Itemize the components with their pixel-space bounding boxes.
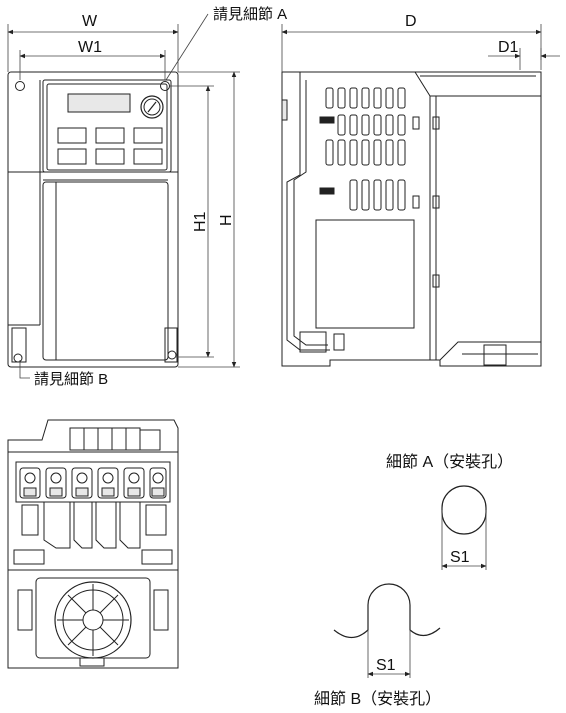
dimension-h: H	[178, 71, 240, 368]
bottom-view	[7, 419, 179, 669]
dimension-d1: D1	[488, 39, 560, 70]
dimension-w1: W1	[19, 39, 166, 80]
label-s1-detail-a: S1	[450, 549, 470, 566]
label-see-detail-a: 請見細節 A	[213, 5, 287, 23]
detail-b-title: 細節 B（安裝孔）	[314, 690, 441, 708]
dimension-w: W	[7, 13, 179, 72]
fan-blades	[57, 584, 129, 656]
side-view	[281, 71, 542, 367]
label-w: W	[82, 13, 98, 30]
label-d1: D1	[498, 39, 519, 56]
callout-detail-a: 請見細節 A	[165, 5, 287, 81]
callout-detail-b: 請見細節 B	[19, 360, 108, 388]
label-see-detail-b: 請見細節 B	[34, 370, 108, 388]
dimension-h1: H1	[170, 85, 214, 358]
label-w1: W1	[78, 39, 102, 56]
terminal-screws	[19, 467, 167, 499]
front-view	[7, 71, 179, 368]
label-h1: H1	[192, 211, 209, 232]
detail-b: S1 細節 B（安裝孔）	[314, 583, 441, 708]
detail-a-title: 細節 A（安裝孔）	[386, 453, 513, 471]
label-d: D	[405, 13, 417, 30]
label-h: H	[218, 214, 235, 226]
detail-a: 細節 A（安裝孔） S1	[386, 453, 513, 570]
label-s1-detail-b: S1	[376, 657, 396, 674]
vent-slots-upper	[325, 87, 406, 211]
